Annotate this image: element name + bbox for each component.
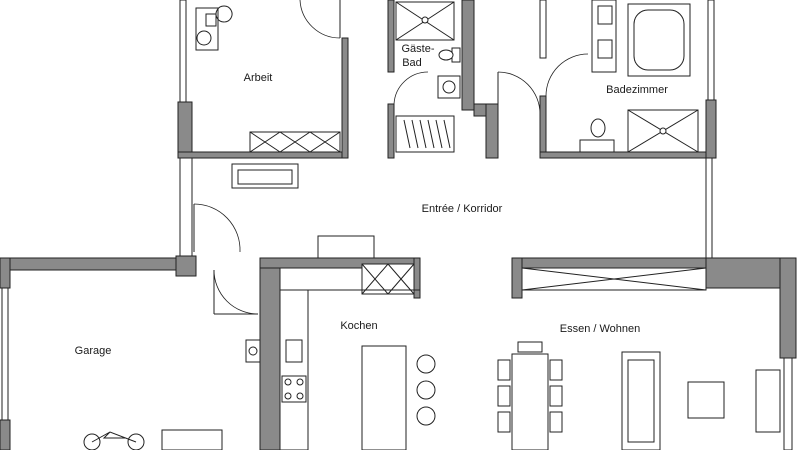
room-label-badezimmer: Badezimmer [606,84,668,96]
kitchen-upper-cabinets-x [361,263,415,295]
sideboard-corridor [317,235,375,259]
window-gastebad-top [539,0,547,59]
kitchen-island [361,345,407,450]
wall-wohnen-left [511,257,523,299]
wall-gastebad-right [461,0,475,111]
room-labels: Arbeit Gäste- Bad Badezimmer Entrée / Ko… [75,43,669,357]
dining-chair-top [517,341,543,353]
wall-kitchen-top-stub [413,257,421,299]
office-chair-icon [196,30,212,46]
sink-bad-2 [597,39,613,59]
dining-chair-6 [549,411,563,433]
kitchen-counter [279,289,309,450]
wall-bad-bottom [539,151,713,159]
room-label-garage: Garage [75,345,112,357]
door-gastebad-arc [393,71,429,105]
room-label-essen-wohnen: Essen / Wohnen [560,323,641,335]
wall-garage-left-low [0,419,11,450]
dining-chair-2 [497,385,511,407]
shower-bad-drain-icon [659,127,667,135]
wall-wohnen-right [779,257,797,359]
door-bad-arc-2 [545,53,589,97]
bench-bad [579,139,615,153]
monitor [205,13,217,27]
dining-chair-4 [549,359,563,381]
door-arbeit-arc [299,0,341,39]
tv-board [755,369,781,433]
stool-3-icon [416,406,436,426]
room-label-kochen: Kochen [340,320,377,332]
wohnen-cabinet-x [521,267,707,291]
closet-hangers [403,119,451,149]
sofa-inner [627,359,655,443]
toilet-gastebad-icon [438,49,454,61]
wall-garage-right [259,257,281,450]
bathtub-inner [633,9,685,71]
furniture [83,0,781,450]
burner-3-icon [284,392,292,400]
wall-gastebad-left [387,0,395,73]
shelf-arbeit-x [249,131,341,153]
wall-bad-right [705,99,717,159]
lamp-icon [215,5,233,23]
wall-garage-pillar [175,255,197,277]
sink-gastebad-bowl [442,80,456,94]
toilet-bad-icon [590,118,606,138]
room-label-gastebad-1: Gäste- [401,43,434,55]
coffee-table [687,381,725,419]
room-label-entree: Entrée / Korridor [422,203,503,215]
wall-arbeit-right [341,37,349,159]
burner-4-icon [296,392,304,400]
dining-table [511,353,549,450]
sink-bad-1 [597,5,613,25]
dining-chair-1 [497,359,511,381]
bicycle-icon [83,431,145,450]
room-label-gastebad-2: Bad [402,57,422,69]
stool-2-icon [416,380,436,400]
shower-drain-icon [421,16,429,24]
wall-arbeit-bottom [177,151,349,159]
bench-corridor-inner [237,169,293,185]
wall-bad-left [539,95,547,159]
window-arbeit-left [179,0,187,103]
doors [193,0,589,315]
door-bad-arc [497,71,541,115]
kitchen-upper-cabinets [361,263,415,295]
dining-chair-5 [549,385,563,407]
stool-1-icon [416,354,436,374]
wall-arbeit-left [177,101,193,159]
window-garage-left [1,287,9,421]
burner-1-icon [284,378,292,386]
wall-gastebad-left-low [387,103,395,159]
garage-shelf [161,429,223,450]
window-bad-right [707,0,715,101]
kitchen-sink [285,339,303,363]
door-garage-arc [213,269,259,315]
door-corridor-arc [193,203,241,253]
wall-gastebad-stub [485,103,499,159]
garage-sink-icon [248,346,258,356]
wall-garage-left [0,257,11,289]
burner-2-icon [296,378,304,386]
room-label-arbeit: Arbeit [244,72,273,84]
wall-garage-top [0,257,181,271]
dining-chair-3 [497,411,511,433]
window-wohnen-right [783,357,793,450]
